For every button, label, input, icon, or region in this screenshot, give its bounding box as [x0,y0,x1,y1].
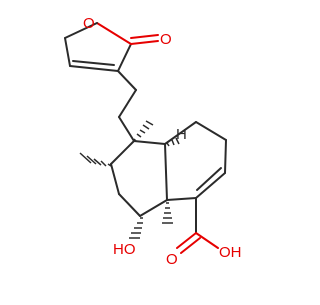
hash [133,138,137,142]
bond [166,197,197,201]
bond [110,163,120,195]
bond-carbonyl [130,40,159,45]
bond-carbonyl-double [130,34,159,39]
molecule-structure: O O HO O OH H [64,15,242,268]
stereo-bonds [79,120,180,239]
hash [175,137,180,145]
bond [69,65,119,72]
hydroxyl-label: HO [113,241,136,258]
carbonyl-oxygen-label: O [160,31,172,48]
bond [118,116,135,142]
ring-fusion-h-label: H [176,126,187,143]
hash [93,158,102,166]
bond-double [196,167,222,191]
bond [139,199,168,217]
bond [117,43,132,72]
hash [86,155,97,165]
bond [195,232,219,249]
hash [142,124,150,130]
hash [139,129,146,134]
hash [107,163,112,167]
bond [110,140,135,165]
bond-carbonyl-double [180,237,201,254]
bond [118,89,137,118]
decalin-core [110,121,227,217]
acid-hydroxyl-o: O [219,244,231,261]
ring-oxygen-label: O [83,15,95,32]
hash [136,133,142,138]
bond [133,140,166,145]
hash [145,120,154,126]
bond-ring-fusion [164,143,168,201]
molecule-canvas: O O HO O OH H [64,15,242,268]
hash [166,142,170,147]
butenolide-ring [64,22,159,72]
bond-double [72,60,115,66]
acid-hydroxyl-label: OH [219,244,242,261]
bond [195,121,227,141]
hash [171,139,175,146]
bond [195,172,226,199]
bond [164,121,197,145]
hash [100,160,107,167]
bond [64,22,98,39]
acid-carbonyl-oxygen-label: O [166,251,178,268]
bond [224,139,227,174]
acid-hydroxyl-h: H [231,244,242,261]
bond [96,22,132,45]
hash [79,152,92,164]
ethyl-linker [117,70,137,142]
bond [64,37,71,67]
bond [118,193,141,217]
bond-carbonyl [176,232,197,249]
bond [117,70,137,91]
carboxylic-acid [176,197,219,254]
